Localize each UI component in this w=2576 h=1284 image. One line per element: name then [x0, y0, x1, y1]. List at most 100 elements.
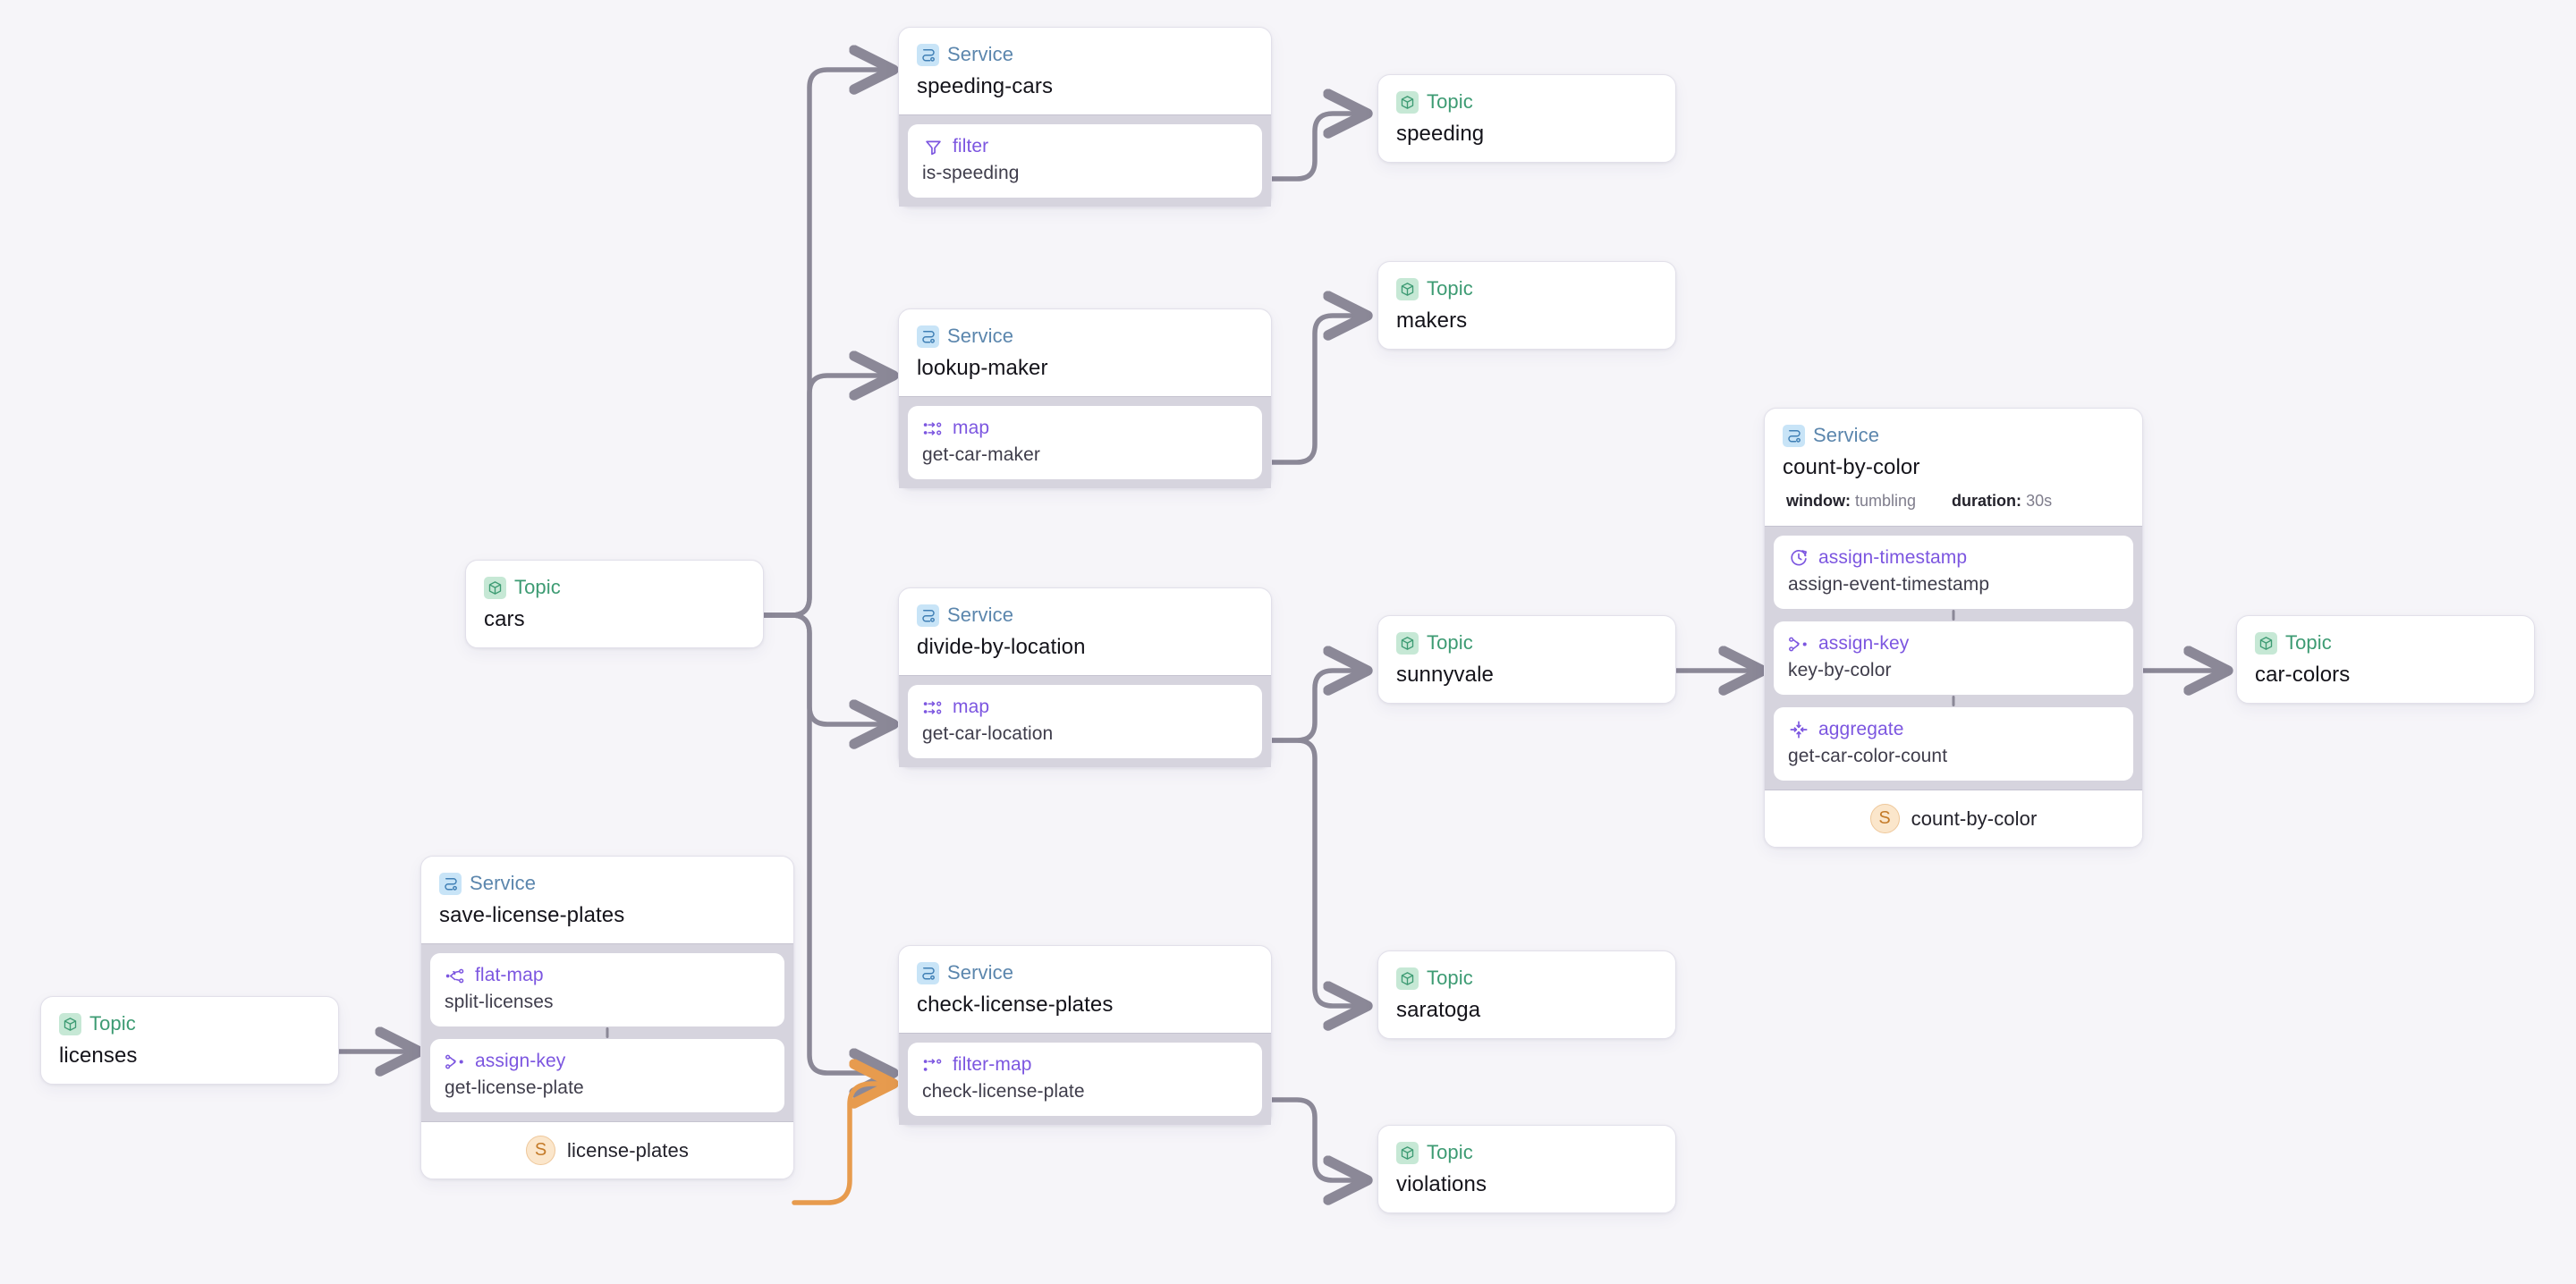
edge-divide-location-sunnyvale — [1268, 671, 1368, 743]
node-service-save-license-plates[interactable]: Service save-license-plates — [420, 856, 794, 1179]
operator-name: get-car-maker — [922, 444, 1040, 465]
map-icon — [922, 418, 944, 438]
node-header: Topic sunnyvale — [1378, 616, 1675, 703]
edge-speeding-cars-speeding — [1268, 114, 1368, 182]
node-header: Service speeding-cars — [899, 28, 1271, 114]
node-title: speeding-cars — [917, 74, 1054, 98]
filter-icon — [922, 137, 944, 156]
cube-icon — [1396, 90, 1419, 114]
aggregate-icon — [1788, 720, 1809, 739]
node-topic-violations[interactable]: Topic violations — [1377, 1125, 1676, 1213]
edge-divide-location-saratoga — [1268, 738, 1368, 1006]
edge-save-license-plates-check-license-plates — [792, 1084, 894, 1205]
operator-name: assign-event-timestamp — [1788, 574, 1990, 595]
node-header: Service count-by-color window: tumbling … — [1765, 409, 2142, 526]
duration-key: duration: — [1952, 492, 2022, 510]
operator-connector — [1774, 695, 2133, 707]
operator-filter-map[interactable]: filter-map check-license-plate — [908, 1043, 1262, 1116]
node-service-lookup-maker[interactable]: Service lookup-maker map get-car-maker — [898, 308, 1272, 489]
operator-list: map get-car-maker — [899, 396, 1271, 488]
node-topic-sunnyvale[interactable]: Topic sunnyvale — [1377, 615, 1676, 704]
operator-name: check-license-plate — [922, 1081, 1085, 1102]
operator-list: filter is-speeding — [899, 114, 1271, 207]
cube-icon — [1396, 967, 1419, 990]
node-header: Topic violations — [1378, 1126, 1675, 1212]
edge-cars-speeding-cars — [760, 70, 894, 618]
node-header: Service divide-by-location — [899, 588, 1271, 675]
node-title: violations — [1396, 1172, 1487, 1196]
operator-flat-map[interactable]: flat-map split-licenses — [430, 953, 784, 1026]
node-topic-makers[interactable]: Topic makers — [1377, 261, 1676, 350]
node-type-label: Service — [947, 43, 1014, 65]
node-header: Topic makers — [1378, 262, 1675, 349]
operator-kind: assign-key — [1818, 633, 1910, 654]
edge-lookup-maker-makers — [1268, 316, 1368, 465]
node-topic-car-colors[interactable]: Topic car-colors — [2236, 615, 2535, 704]
duration-meta-item: duration: 30s — [1952, 492, 2052, 511]
node-type-label: Topic — [1427, 967, 1473, 989]
state-badge: S — [526, 1136, 556, 1165]
operator-list: assign-timestamp assign-event-timestamp — [1765, 526, 2142, 790]
state-store-footer[interactable]: S count-by-color — [1765, 790, 2142, 847]
duration-value: 30s — [2026, 492, 2053, 510]
flat-map-icon — [445, 966, 466, 985]
operator-name: is-speeding — [922, 163, 1020, 183]
node-type-label: Service — [947, 604, 1014, 626]
operator-assign-timestamp[interactable]: assign-timestamp assign-event-timestamp — [1774, 536, 2133, 609]
operator-list: flat-map split-licenses assign-key — [421, 943, 793, 1121]
operator-name: get-car-color-count — [1788, 746, 1948, 766]
operator-map[interactable]: map get-car-maker — [908, 406, 1262, 479]
cube-icon — [59, 1012, 81, 1035]
operator-kind: aggregate — [1818, 719, 1904, 739]
operator-name: split-licenses — [445, 992, 554, 1012]
operator-kind: filter-map — [953, 1054, 1032, 1075]
assign-key-icon — [1788, 634, 1809, 654]
node-header: Topic speeding — [1378, 75, 1675, 162]
node-type-label: Topic — [2285, 631, 2332, 654]
node-service-count-by-color[interactable]: Service count-by-color window: tumbling … — [1764, 408, 2143, 848]
window-meta-item: window: tumbling — [1786, 492, 1916, 511]
service-icon — [917, 961, 939, 984]
operator-aggregate[interactable]: aggregate get-car-color-count — [1774, 707, 2133, 781]
node-type-label: Service — [1813, 424, 1880, 446]
service-icon — [917, 325, 939, 348]
edge-check-license-plates-violations — [1268, 1097, 1368, 1180]
operator-assign-key[interactable]: assign-key get-license-plate — [430, 1039, 784, 1112]
service-icon — [917, 43, 939, 66]
node-topic-licenses[interactable]: Topic licenses — [40, 996, 339, 1085]
cube-icon — [2255, 631, 2277, 655]
assign-timestamp-icon — [1788, 548, 1809, 568]
node-service-speeding-cars[interactable]: Service speeding-cars filter is-speeding — [898, 27, 1272, 207]
node-header: Topic licenses — [41, 997, 338, 1084]
node-title: makers — [1396, 308, 1468, 333]
state-store-footer[interactable]: S license-plates — [421, 1121, 793, 1178]
node-service-divide-by-location[interactable]: Service divide-by-location map get-car-l… — [898, 587, 1272, 768]
node-service-check-license-plates[interactable]: Service check-license-plates filter-map … — [898, 945, 1272, 1126]
node-title: check-license-plates — [917, 993, 1114, 1017]
state-store-name: license-plates — [567, 1138, 689, 1162]
node-header: Topic saratoga — [1378, 951, 1675, 1038]
operator-assign-key[interactable]: assign-key key-by-color — [1774, 621, 2133, 695]
node-header: Service lookup-maker — [899, 309, 1271, 396]
service-icon — [1783, 424, 1805, 447]
cube-icon — [1396, 1141, 1419, 1164]
node-topic-cars[interactable]: Topic cars — [465, 560, 764, 648]
operator-list: map get-car-location — [899, 675, 1271, 767]
operator-kind: filter — [953, 136, 989, 156]
node-title: speeding — [1396, 122, 1485, 146]
operator-kind: map — [953, 697, 990, 717]
operator-filter[interactable]: filter is-speeding — [908, 124, 1262, 198]
window-meta: window: tumbling duration: 30s — [1783, 492, 2124, 511]
map-icon — [922, 697, 944, 717]
state-store-name: count-by-color — [1911, 807, 2038, 830]
node-topic-speeding[interactable]: Topic speeding — [1377, 74, 1676, 163]
node-topic-saratoga[interactable]: Topic saratoga — [1377, 950, 1676, 1039]
operator-map[interactable]: map get-car-location — [908, 685, 1262, 758]
operator-list: filter-map check-license-plate — [899, 1033, 1271, 1125]
operator-kind: flat-map — [475, 965, 544, 985]
node-header: Service save-license-plates — [421, 857, 793, 943]
cube-icon — [484, 576, 506, 599]
node-title: divide-by-location — [917, 635, 1086, 659]
